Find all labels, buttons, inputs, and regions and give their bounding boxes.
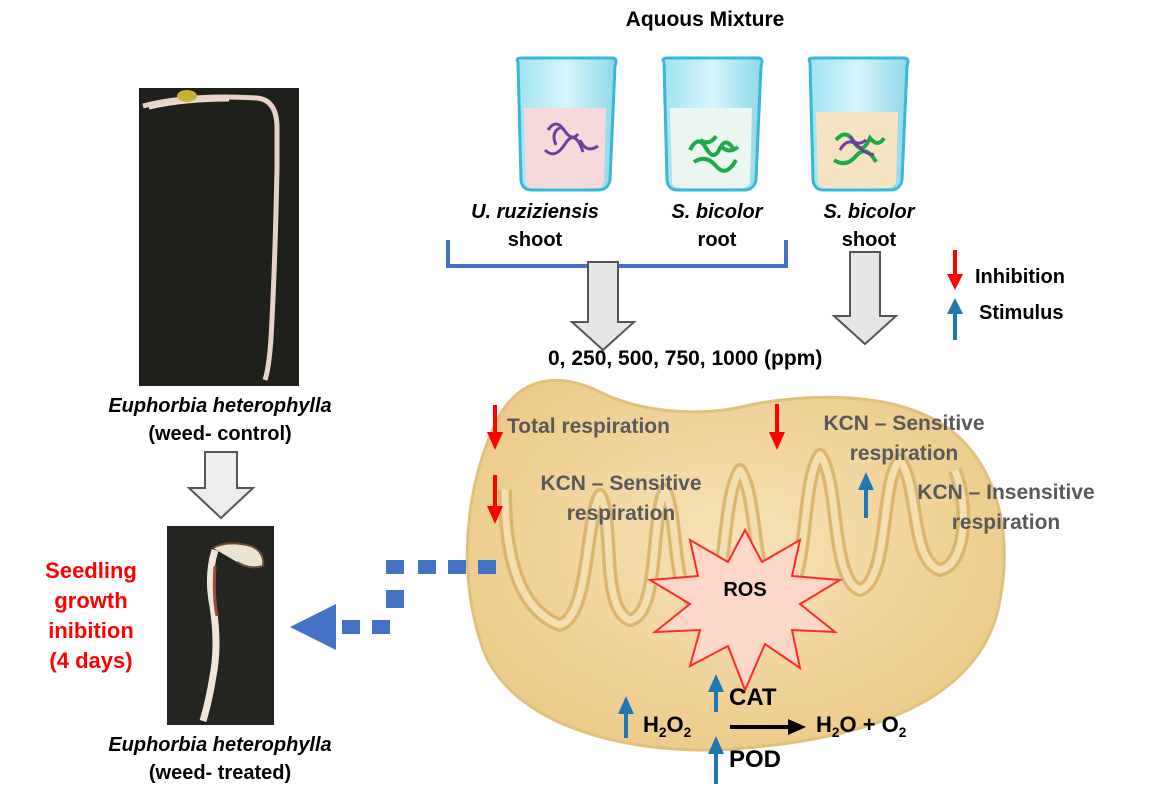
beaker-label-s-bicolor-root: S. bicolor root xyxy=(644,198,790,254)
kcn-insensitive-label: KCN – Insensitive respiration xyxy=(881,478,1131,538)
ros-starburst xyxy=(646,527,844,693)
inhibition-arrow-icon xyxy=(947,250,963,290)
beaker-liquid xyxy=(670,108,752,188)
label-line: respiration xyxy=(566,502,676,525)
seedling-treated-photo xyxy=(167,526,274,725)
beaker-liquid xyxy=(524,108,606,188)
pod-label: POD xyxy=(729,746,782,773)
species-name: U. ruziziensis xyxy=(471,201,599,223)
seedling-treated-illustration xyxy=(167,526,274,725)
inhibition-arrow-icon xyxy=(487,405,503,450)
label-line: KCN – Sensitive xyxy=(823,412,985,435)
stimulus-arrow-icon xyxy=(947,298,963,340)
plant-part: root xyxy=(697,229,737,251)
seedling-control-illustration xyxy=(139,88,299,386)
formula-subscript: 2 xyxy=(658,724,667,740)
beaker-u-ruziziensis-shoot xyxy=(515,56,618,192)
seedling-control-photo xyxy=(139,88,299,386)
beaker-s-bicolor-shoot xyxy=(807,56,910,192)
plant-part: shoot xyxy=(841,229,897,251)
plant-part: shoot xyxy=(507,229,563,251)
label-line: KCN – Sensitive xyxy=(540,472,702,495)
beaker-liquid xyxy=(816,112,898,188)
label-line: respiration xyxy=(849,442,959,465)
label-line: respiration xyxy=(951,511,1061,534)
beaker-label-u-ruziziensis: U. ruziziensis shoot xyxy=(442,198,628,254)
legend-inhibition: Inhibition xyxy=(975,266,1065,288)
species-name: Euphorbia heterophylla xyxy=(108,395,332,417)
hydrogen-peroxide: H2O2 xyxy=(643,712,691,740)
outcome-line: Seedling xyxy=(45,558,137,583)
beaker-label-s-bicolor-shoot: S. bicolor shoot xyxy=(796,198,942,254)
inhibition-arrow-icon xyxy=(769,404,785,450)
diagram-title: Aquous Mixture xyxy=(625,8,785,31)
kcn-sensitive-right-label: KCN – Sensitive respiration xyxy=(786,409,1022,469)
species-name: S. bicolor xyxy=(671,201,763,223)
cat-label: CAT xyxy=(729,684,777,711)
control-label: (weed- control) xyxy=(148,423,292,445)
total-respiration-label: Total respiration xyxy=(507,415,670,438)
stimulus-arrow-icon xyxy=(858,472,874,518)
label-line: KCN – Insensitive xyxy=(917,481,1095,504)
legend-stimulus: Stimulus xyxy=(979,302,1064,324)
reaction-arrow xyxy=(730,719,806,735)
outcome-line: growth xyxy=(54,588,128,613)
stimulus-arrow-icon xyxy=(708,674,724,712)
inhibition-arrow-icon xyxy=(487,475,503,524)
control-caption: Euphorbia heterophylla (weed- control) xyxy=(60,392,380,448)
formula-subscript: 2 xyxy=(683,724,692,740)
beaker-s-bicolor-root xyxy=(661,56,764,192)
outcome-line: (4 days) xyxy=(49,648,133,673)
kcn-sensitive-left-label: KCN – Sensitive respiration xyxy=(503,469,739,529)
dotted-connector xyxy=(290,560,496,650)
down-arrow-left xyxy=(569,261,637,352)
formula-part: O + O xyxy=(839,712,899,737)
stimulus-arrow-icon xyxy=(618,696,634,738)
formula-part: O xyxy=(666,712,684,737)
ros-label: ROS xyxy=(723,579,767,601)
stimulus-arrow-icon xyxy=(708,736,724,784)
species-name: S. bicolor xyxy=(823,201,915,223)
down-arrow-right xyxy=(831,251,899,346)
outcome-text: Seedling growth inibition (4 days) xyxy=(20,556,162,676)
treated-caption: Euphorbia heterophylla (weed- treated) xyxy=(65,731,375,787)
outcome-line: inibition xyxy=(48,618,134,643)
formula-subscript: 2 xyxy=(898,724,907,740)
treated-label: (weed- treated) xyxy=(148,762,292,784)
products: H2O + O2 xyxy=(816,712,906,740)
concentrations: 0, 250, 500, 750, 1000 (ppm) xyxy=(548,347,823,370)
species-name: Euphorbia heterophylla xyxy=(108,734,332,756)
down-arrow-seedling xyxy=(186,451,256,520)
formula-subscript: 2 xyxy=(831,724,840,740)
formula-part: H xyxy=(816,712,832,737)
formula-part: H xyxy=(643,712,659,737)
